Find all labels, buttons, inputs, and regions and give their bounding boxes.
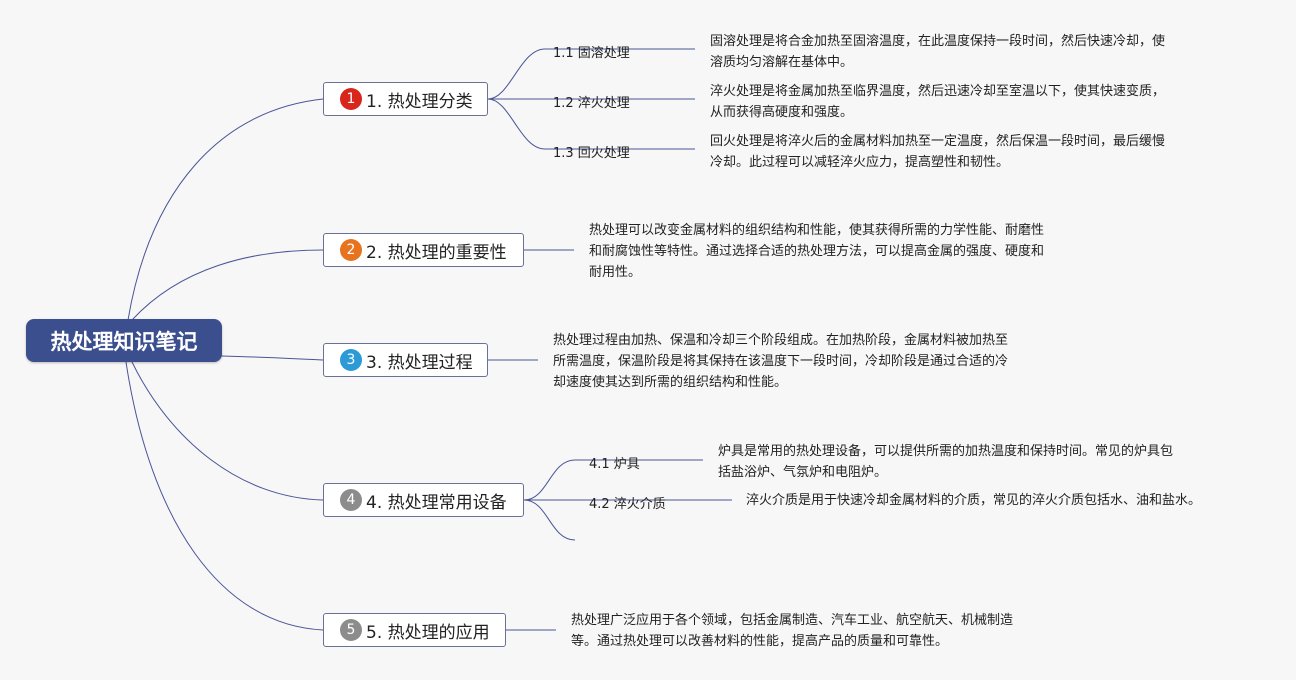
number-badge-4: 4 <box>340 489 362 511</box>
note-1-1: 固溶处理是将合金加热至固溶温度，在此温度保持一段时间，然后快速冷却，使 溶质均匀… <box>710 31 1165 73</box>
branch-line-4 <box>131 361 324 501</box>
note-3: 热处理过程由加热、保温和冷却三个阶段组成。在加热阶段，金属材料被加热至 所需温度… <box>553 330 1008 393</box>
note-line: 热处理过程由加热、保温和冷却三个阶段组成。在加热阶段，金属材料被加热至 <box>553 333 1009 348</box>
note-2: 热处理可以改变金属材料的组织结构和性能，使其获得所需的力学性能、耐磨性 和耐腐蚀… <box>589 220 1044 283</box>
note-line: 固溶处理是将合金加热至固溶温度，在此温度保持一段时间，然后快速冷却，使 <box>710 34 1166 49</box>
topic-label: 1. 热处理分类 <box>366 91 473 112</box>
subtopic-1-1[interactable]: 1.1 固溶处理 <box>553 46 630 61</box>
number-badge-1: 1 <box>340 88 362 110</box>
branch-line-2 <box>131 249 324 321</box>
subtopic-4-1[interactable]: 4.1 炉具 <box>589 457 640 472</box>
note-line: 热处理广泛应用于各个领域，包括金属制造、汽车工业、航空航天、机械制造 <box>571 613 1014 628</box>
note-line: 和耐腐蚀性等特性。通过选择合适的热处理方法，可以提高金属的强度、硬度和 <box>589 244 1045 259</box>
note-4-1: 炉具是常用的热处理设备，可以提供所需的加热温度和保持时间。常见的炉具包 括盐浴炉… <box>718 441 1173 483</box>
note-line: 冷却。此过程可以减轻淬火应力，提高塑性和韧性。 <box>710 155 1010 170</box>
note-line: 热处理可以改变金属材料的组织结构和性能，使其获得所需的力学性能、耐磨性 <box>589 223 1045 238</box>
note-line: 却速度使其达到所需的组织结构和性能。 <box>553 375 788 390</box>
topic-importance[interactable]: 2 2. 热处理的重要性 <box>323 233 524 267</box>
note-line: 炉具是常用的热处理设备，可以提供所需的加热温度和保持时间。常见的炉具包 <box>718 444 1174 459</box>
subtopic-4-2[interactable]: 4.2 淬火介质 <box>589 497 666 512</box>
note-line: 耐用性。 <box>589 265 642 280</box>
sub-line-1-3 <box>487 98 645 150</box>
topic-heat-treatment-classification[interactable]: 1 1. 热处理分类 <box>323 82 488 116</box>
topic-label: 4. 热处理常用设备 <box>366 492 507 513</box>
note-4-2: 淬火介质是用于快速冷却金属材料的介质，常见的淬火介质包括水、油和盐水。 <box>746 490 1201 511</box>
number-badge-5: 5 <box>340 619 362 641</box>
note-line: 括盐浴炉、气氛炉和电阻炉。 <box>718 465 888 480</box>
note-1-2: 淬火处理是将金属加热至临界温度，然后迅速冷却至室温以下，使其快速变质， 从而获得… <box>710 81 1165 123</box>
sub-line-1-1 <box>487 48 645 100</box>
sub-line-4-1 <box>523 459 655 501</box>
subtopic-1-2[interactable]: 1.2 淬火处理 <box>553 96 630 111</box>
topic-label: 5. 热处理的应用 <box>366 622 490 643</box>
note-line: 淬火处理是将金属加热至临界温度，然后迅速冷却至室温以下，使其快速变质， <box>710 84 1166 99</box>
note-1-3: 回火处理是将淬火后的金属材料加热至一定温度，然后保温一段时间，最后缓慢 冷却。此… <box>710 131 1165 173</box>
branch-line-5 <box>125 361 324 631</box>
branch-line-1 <box>127 98 324 321</box>
number-badge-2: 2 <box>340 239 362 261</box>
note-line: 回火处理是将淬火后的金属材料加热至一定温度，然后保温一段时间，最后缓慢 <box>710 134 1166 149</box>
subtopic-1-3[interactable]: 1.3 回火处理 <box>553 146 630 161</box>
note-line: 淬火介质是用于快速冷却金属材料的介质，常见的淬火介质包括水、油和盐水。 <box>746 493 1202 508</box>
note-5: 热处理广泛应用于各个领域，包括金属制造、汽车工业、航空航天、机械制造 等。通过热… <box>571 610 1013 652</box>
topic-applications[interactable]: 5 5. 热处理的应用 <box>323 613 506 647</box>
sub-line-4-3 <box>523 499 576 541</box>
note-line: 等。通过热处理可以改善材料的性能，提高产品的质量和可靠性。 <box>571 634 949 649</box>
topic-label: 2. 热处理的重要性 <box>366 242 507 263</box>
root-topic[interactable]: 热处理知识笔记 <box>26 319 222 362</box>
topic-process[interactable]: 3 3. 热处理过程 <box>323 343 488 377</box>
note-line: 所需温度，保温阶段是将其保持在该温度下一段时间，冷却阶段是通过合适的冷 <box>553 354 1009 369</box>
topic-label: 3. 热处理过程 <box>366 352 473 373</box>
number-badge-3: 3 <box>340 349 362 371</box>
note-line: 从而获得高硬度和强度。 <box>710 105 854 120</box>
topic-equipment[interactable]: 4 4. 热处理常用设备 <box>323 483 524 517</box>
note-line: 溶质均匀溶解在基体中。 <box>710 55 854 70</box>
